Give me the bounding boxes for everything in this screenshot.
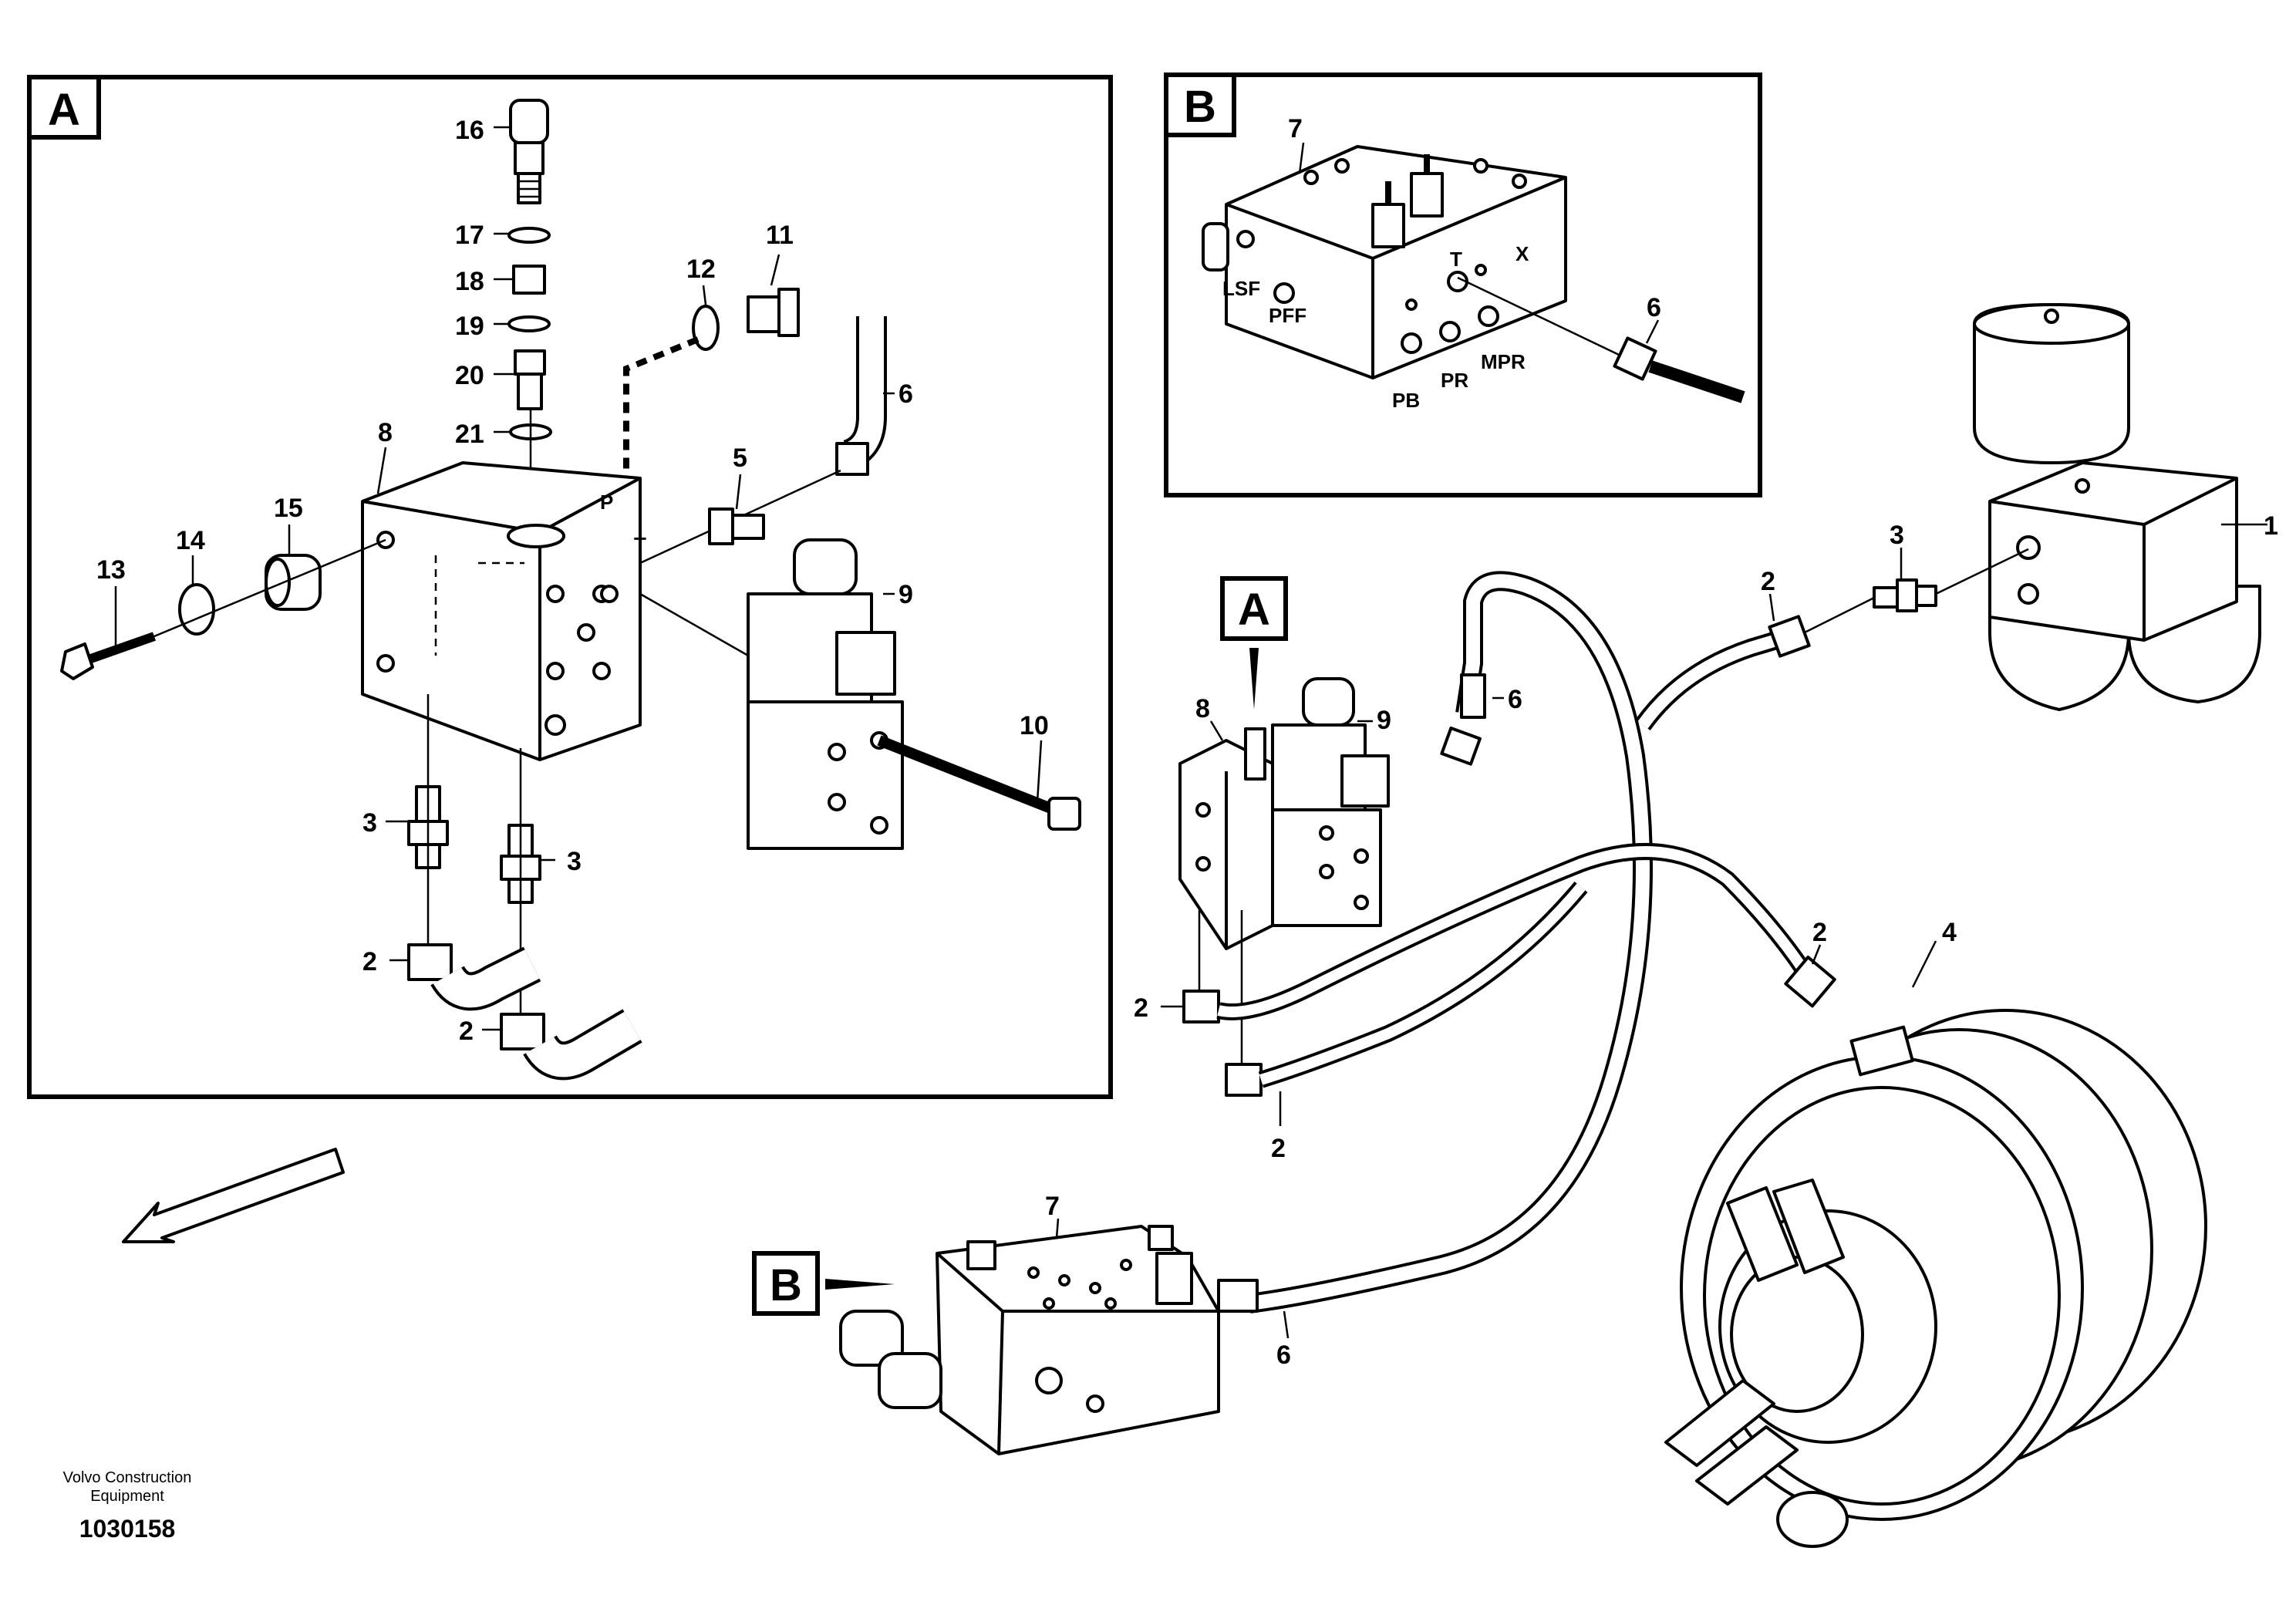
fitting-3-main xyxy=(1873,578,1937,612)
elbow-2-upper xyxy=(407,943,541,1011)
callout-3-main: 3 xyxy=(1890,521,1904,550)
callout-6: 6 xyxy=(899,379,913,409)
manifold-block-7-main xyxy=(839,1225,1220,1455)
company-line-2: Equipment xyxy=(90,1488,164,1505)
callout-21: 21 xyxy=(455,420,484,449)
panel-b-letter: B xyxy=(1184,82,1216,132)
detail-panel-a: A xyxy=(27,75,1113,1099)
bolt-13 xyxy=(60,632,156,680)
company-line-1: Volvo Construction xyxy=(63,1469,192,1486)
washer-14 xyxy=(178,583,215,636)
callout-6-b: 6 xyxy=(1647,293,1661,322)
hose-2-top xyxy=(1635,615,1811,731)
panel-a-leaders xyxy=(114,126,1043,1031)
callout-16: 16 xyxy=(455,116,484,145)
tag-a-arrow xyxy=(1249,648,1259,710)
callout-4: 4 xyxy=(1942,918,1957,947)
port-x-label: X xyxy=(1515,242,1529,265)
panel-a-callouts: 16 17 18 19 20 21 11 12 6 8 5 13 14 15 9… xyxy=(96,116,1049,1046)
fitting-18 xyxy=(512,265,546,295)
callout-6-bottom: 6 xyxy=(1276,1340,1291,1370)
callout-13: 13 xyxy=(96,555,126,585)
drawing-number: 1030158 xyxy=(79,1515,176,1543)
footer: Volvo Construction Equipment 1030158 xyxy=(63,1469,192,1543)
callout-14: 14 xyxy=(176,526,205,555)
callout-20: 20 xyxy=(455,361,484,390)
callout-2-top: 2 xyxy=(1761,567,1775,596)
main-assembly: 1 3 2 6 A xyxy=(752,303,2278,1548)
port-pb-label: PB xyxy=(1392,389,1420,412)
seal-ring-12 xyxy=(692,305,720,351)
valve-block-8 xyxy=(361,461,642,761)
elbow-2-lower xyxy=(500,1009,642,1081)
callout-3-left: 3 xyxy=(362,808,377,838)
solenoid-valve-9-main xyxy=(1271,677,1390,927)
hose-6-panel-a xyxy=(639,316,887,565)
callout-19: 19 xyxy=(455,312,484,341)
direction-arrow xyxy=(122,1148,345,1243)
fitting-20 xyxy=(514,349,546,410)
tag-b: B xyxy=(770,1260,802,1310)
port-pff-label: PFF xyxy=(1269,304,1306,327)
port-t-label: T xyxy=(634,533,646,556)
hose-6-panel-b xyxy=(1457,276,1745,403)
detail-panel-b: B LSF PFF T X PB PR M xyxy=(1164,73,1762,497)
fitting-5 xyxy=(708,508,765,545)
callout-17: 17 xyxy=(455,221,484,250)
o-ring-17 xyxy=(507,227,551,244)
callout-6-top: 6 xyxy=(1508,685,1522,714)
port-pr-label: PR xyxy=(1441,369,1468,392)
tag-b-arrow xyxy=(825,1279,895,1290)
bolt-10 xyxy=(877,735,1081,831)
tag-a: A xyxy=(1238,585,1270,635)
callout-1: 1 xyxy=(2264,511,2278,541)
callout-2-bottom: 2 xyxy=(1271,1134,1286,1163)
port-t-label-b: T xyxy=(1450,248,1462,271)
callout-7-b: 7 xyxy=(1288,114,1303,143)
hose-2-left-pair xyxy=(1182,843,1836,1097)
cartridge-valve-16 xyxy=(509,99,549,204)
callout-2-upper: 2 xyxy=(362,947,377,976)
callout-9-main: 9 xyxy=(1377,706,1391,735)
plug-11 xyxy=(747,288,800,337)
port-lsf-label: LSF xyxy=(1222,277,1260,300)
valve-block-8-main xyxy=(1178,727,1274,950)
callout-8: 8 xyxy=(378,418,393,447)
callout-12: 12 xyxy=(686,255,716,284)
hose-6-manifold xyxy=(1217,1279,1259,1313)
hose-6-main xyxy=(1248,571,1653,1313)
manifold-block-7-detail xyxy=(1202,145,1567,379)
callout-11: 11 xyxy=(766,221,794,250)
callout-8-main: 8 xyxy=(1195,694,1210,723)
accumulator-assembly-1 xyxy=(1973,303,2261,711)
callout-7-main: 7 xyxy=(1045,1192,1060,1221)
callout-5: 5 xyxy=(733,443,747,473)
drive-motor-4 xyxy=(1664,1009,2207,1548)
port-p-label: P xyxy=(600,491,613,514)
callout-10: 10 xyxy=(1020,711,1049,740)
callout-9: 9 xyxy=(899,580,913,609)
panel-a-letter: A xyxy=(48,85,80,135)
bushing-15 xyxy=(265,554,322,611)
o-ring-19 xyxy=(507,315,551,332)
callout-18: 18 xyxy=(455,267,484,296)
port-mpr-label: MPR xyxy=(1481,350,1526,373)
callout-2-right: 2 xyxy=(1812,918,1827,947)
solenoid-valve-9 xyxy=(747,538,904,850)
callout-2-lower: 2 xyxy=(459,1017,474,1046)
callout-2-left: 2 xyxy=(1134,993,1148,1023)
callout-15: 15 xyxy=(274,494,303,523)
callout-3-right: 3 xyxy=(567,847,582,876)
